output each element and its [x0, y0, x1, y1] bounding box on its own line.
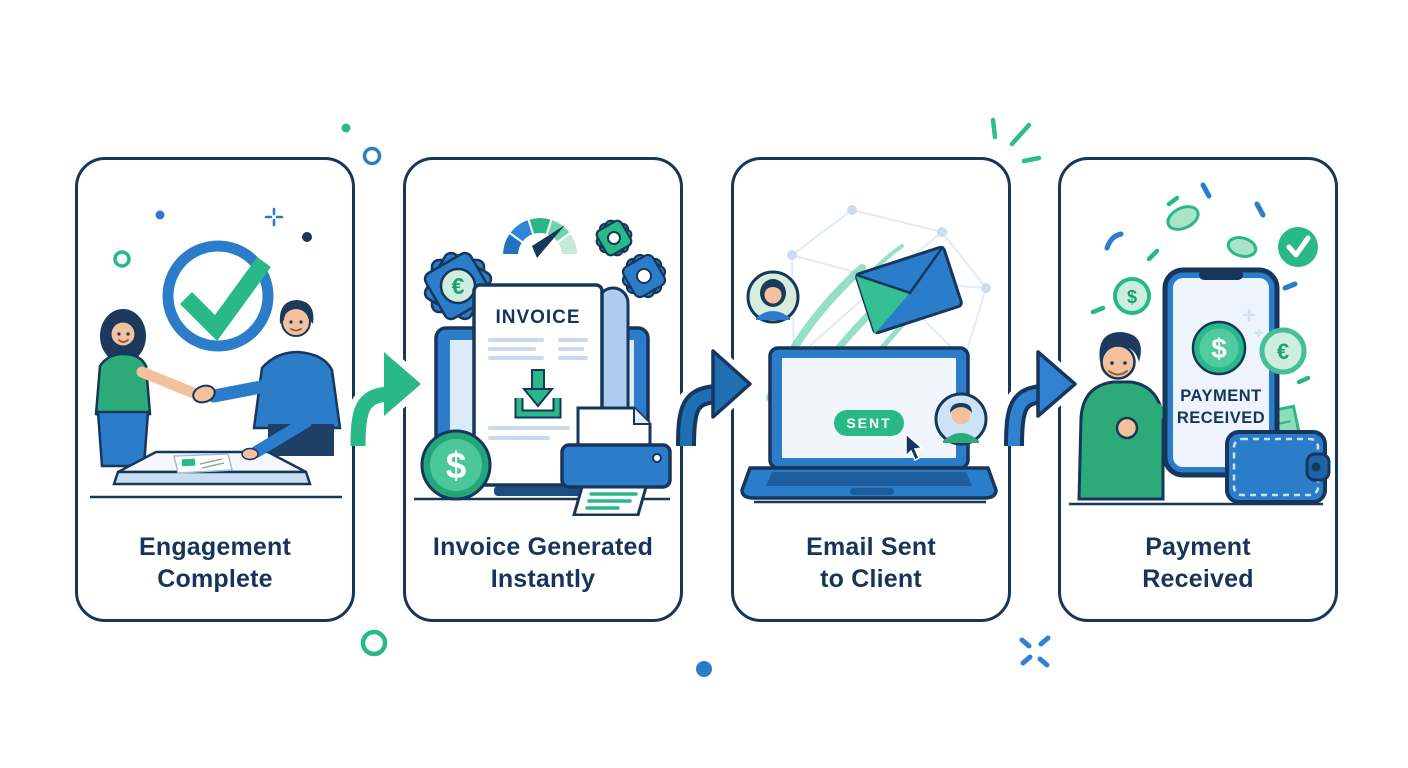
- laptop-icon: SENT: [740, 346, 998, 500]
- euro-coin-icon: €: [1259, 327, 1307, 375]
- blue-ring: [362, 146, 382, 166]
- step-title-line2: Received: [1142, 565, 1254, 593]
- sent-badge: SENT: [834, 410, 904, 436]
- handshake: [136, 366, 312, 461]
- confetti: [1090, 182, 1311, 385]
- invoice-title: INVOICE: [495, 307, 580, 328]
- dollar-symbol: $: [446, 445, 467, 486]
- client-avatar-man-icon: [934, 392, 988, 446]
- invoice-text-lines: [488, 338, 588, 440]
- blue-gear-icon: [621, 253, 667, 299]
- green-gear-icon: [595, 219, 633, 257]
- handshake-illustration: [90, 207, 342, 499]
- step-title: Payment Received: [1061, 531, 1335, 595]
- wallet-icon: [1225, 430, 1331, 504]
- step-title-line1: Email Sent: [806, 533, 936, 561]
- dollar-symbol: $: [1211, 333, 1227, 364]
- phone-icon: $ PAYMENT RECEIVED: [1162, 267, 1280, 478]
- euro-symbol: €: [1277, 339, 1289, 364]
- payment-illustration: $: [1069, 182, 1331, 506]
- small-dollar-coin-icon: $: [1113, 277, 1151, 315]
- envelope-icon: [855, 245, 963, 335]
- green-dot: [341, 123, 351, 133]
- step-title-line2: to Client: [820, 565, 922, 593]
- phone-dollar-coin-icon: $: [1191, 320, 1247, 376]
- step-title-line2: Complete: [157, 565, 273, 593]
- step-title-line1: Payment: [1145, 533, 1251, 561]
- plus-sparkle-icon: [264, 207, 284, 227]
- card1-sparkles: [113, 207, 312, 268]
- green-ring-bottom: [360, 629, 388, 657]
- blue-cross-sparkle: [1019, 635, 1051, 668]
- green-ring-icon: [113, 250, 131, 268]
- printer-icon: [560, 406, 672, 516]
- blue-dot-bottom: [696, 661, 712, 677]
- euro-symbol: €: [452, 273, 465, 299]
- step-title: Email Sent to Client: [734, 531, 1008, 595]
- cursor-icon: [905, 432, 924, 462]
- step-title-line2: Instantly: [490, 565, 596, 593]
- success-check-icon: [1278, 227, 1318, 267]
- email-illustration: SENT: [740, 205, 998, 504]
- sent-label: SENT: [846, 415, 891, 431]
- payment-status-line1: PAYMENT: [1180, 387, 1261, 405]
- step-card-engagement-complete: Engagement Complete: [75, 157, 355, 622]
- client-avatar-woman-icon: [746, 270, 800, 324]
- contract-document: [173, 453, 233, 474]
- happy-man-figure: [1077, 332, 1165, 501]
- woman-figure: [94, 309, 152, 468]
- step-title-line1: Engagement: [138, 533, 292, 561]
- coin-icon: [1166, 205, 1200, 231]
- checkmark-circle-icon: [162, 240, 274, 352]
- sparkle-burst: [990, 117, 1042, 164]
- printed-text-lines: [585, 492, 638, 510]
- step-card-email-sent: SENT Email Sent to Client: [731, 157, 1011, 622]
- payment-status-line2: RECEIVED: [1177, 409, 1265, 427]
- sparkle-icon: [1242, 308, 1264, 338]
- table: [112, 450, 312, 486]
- speed-gauge-icon: [500, 216, 580, 258]
- step-title: Invoice Generated Instantly: [406, 531, 680, 595]
- dollar-symbol: $: [1127, 287, 1137, 307]
- step-card-payment-received: $: [1058, 157, 1338, 622]
- invoice-illustration: €: [414, 216, 672, 516]
- step-title: Engagement Complete: [78, 531, 352, 595]
- dollar-coin-icon: $: [420, 429, 492, 501]
- step-card-invoice-generated: €: [403, 157, 683, 622]
- coin-icon: [1226, 236, 1258, 258]
- step-title-line1: Invoice Generated: [432, 533, 654, 561]
- download-icon: [514, 369, 562, 419]
- invoice-document: INVOICE: [472, 283, 604, 487]
